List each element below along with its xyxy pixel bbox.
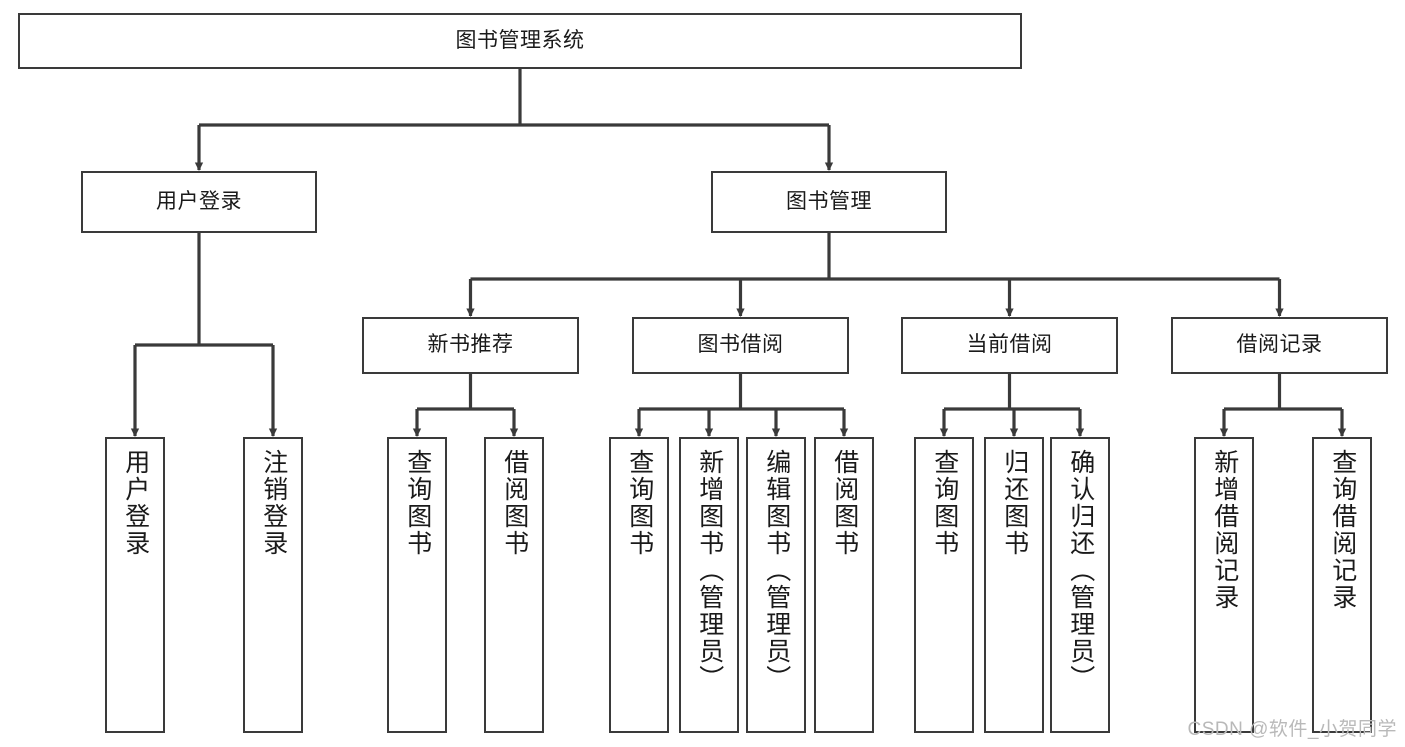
node-leaf-return-book[interactable]: 归还图书 (984, 437, 1044, 733)
node-leaf-query-record[interactable]: 查询借阅记录 (1312, 437, 1372, 733)
node-leaf-user-login[interactable]: 用户登录 (105, 437, 165, 733)
node-label-leaf-query-record: 查询借阅记录 (1328, 449, 1357, 611)
node-label-leaf-query-book-borrow: 查询图书 (625, 449, 654, 557)
node-label-borrow-record: 借阅记录 (1236, 333, 1323, 357)
node-user-login[interactable]: 用户登录 (81, 171, 317, 233)
node-label-leaf-add-record: 新增借阅记录 (1210, 449, 1239, 611)
node-book-borrow[interactable]: 图书借阅 (632, 317, 849, 374)
node-label-root: 图书管理系统 (455, 28, 585, 52)
node-label-leaf-query-book-current: 查询图书 (930, 449, 959, 557)
node-borrow-record[interactable]: 借阅记录 (1171, 317, 1388, 374)
node-label-leaf-user-login: 用户登录 (121, 449, 150, 557)
node-label-current-borrow: 当前借阅 (966, 333, 1053, 357)
node-leaf-add-book[interactable]: 新增图书（管理员） (679, 437, 739, 733)
node-label-leaf-borrow-book: 借阅图书 (830, 449, 859, 557)
node-label-leaf-query-book-rec: 查询图书 (403, 449, 432, 557)
node-label-book-borrow: 图书借阅 (697, 333, 784, 357)
csdn-watermark: CSDN @软件_小贺同学 (1187, 719, 1397, 740)
node-leaf-query-book-current[interactable]: 查询图书 (914, 437, 974, 733)
node-label-new-book-rec: 新书推荐 (427, 333, 514, 357)
node-new-book-rec[interactable]: 新书推荐 (362, 317, 579, 374)
node-label-leaf-add-book: 新增图书（管理员） (695, 449, 724, 692)
node-root[interactable]: 图书管理系统 (18, 13, 1022, 69)
node-leaf-confirm-return[interactable]: 确认归还（管理员） (1050, 437, 1110, 733)
node-label-user-login: 用户登录 (156, 189, 242, 213)
node-leaf-query-book-rec[interactable]: 查询图书 (387, 437, 447, 733)
node-label-leaf-edit-book: 编辑图书（管理员） (762, 449, 791, 692)
node-leaf-borrow-book-rec[interactable]: 借阅图书 (484, 437, 544, 733)
node-label-leaf-logout: 注销登录 (259, 449, 288, 557)
node-leaf-borrow-book[interactable]: 借阅图书 (814, 437, 874, 733)
node-label-leaf-return-book: 归还图书 (1000, 449, 1029, 557)
node-book-manage[interactable]: 图书管理 (711, 171, 947, 233)
node-leaf-edit-book[interactable]: 编辑图书（管理员） (746, 437, 806, 733)
node-leaf-query-book-borrow[interactable]: 查询图书 (609, 437, 669, 733)
node-current-borrow[interactable]: 当前借阅 (901, 317, 1118, 374)
node-leaf-logout[interactable]: 注销登录 (243, 437, 303, 733)
node-leaf-add-record[interactable]: 新增借阅记录 (1194, 437, 1254, 733)
node-label-leaf-borrow-book-rec: 借阅图书 (500, 449, 529, 557)
node-label-book-manage: 图书管理 (786, 189, 872, 213)
node-label-leaf-confirm-return: 确认归还（管理员） (1066, 449, 1095, 692)
